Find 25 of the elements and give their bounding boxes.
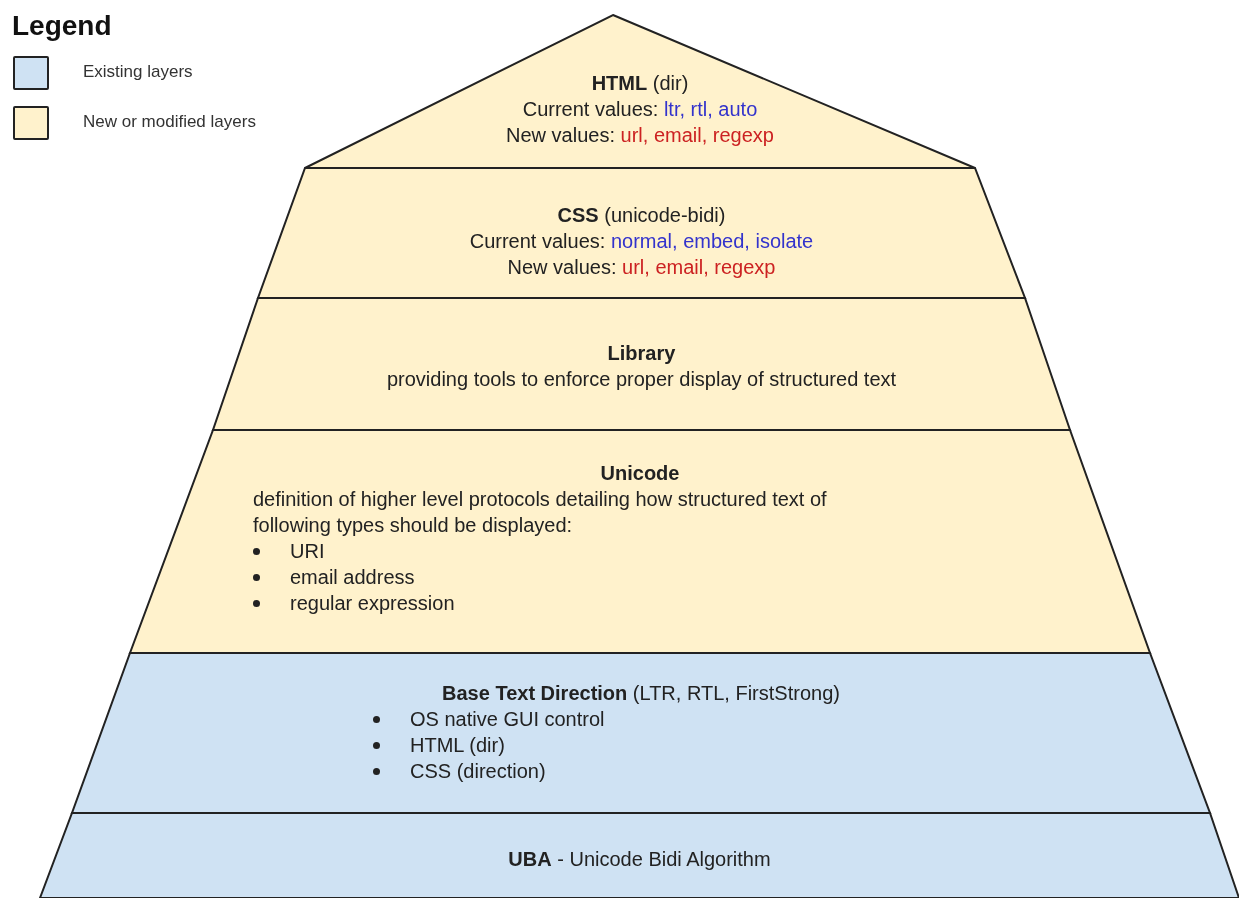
layer-text: Current values: (522, 98, 659, 120)
layer-text: New values: (506, 124, 615, 146)
bullet-item: HTML (dir) (410, 734, 505, 756)
layer-heading: CSS (unicode-bidi) (557, 204, 726, 226)
layer-text: Current values: (469, 230, 606, 252)
layer-heading: Base Text Direction (LTR, RTL, FirstStrong) (442, 682, 840, 704)
value-list: normal, embed, isolate (610, 230, 814, 252)
value-list: ltr, rtl, auto (663, 98, 758, 120)
legend-label: Existing layers (83, 62, 193, 82)
bullet-item: OS native GUI control (410, 708, 605, 730)
bullet-item: CSS (direction) (410, 760, 546, 782)
bullet-item: regular expression (290, 592, 455, 614)
legend-label: New or modified layers (83, 112, 256, 132)
layer-heading: Library (607, 342, 676, 364)
bullet-item: URI (290, 540, 325, 562)
layer-heading: Unicode (600, 462, 680, 484)
layer-heading: UBA - Unicode Bidi Algorithm (508, 848, 771, 870)
value-list: url, email, regexp (622, 256, 776, 278)
layer-heading: HTML (dir) (591, 72, 689, 94)
bullet-item: email address (290, 566, 415, 588)
legend-title: Legend (12, 10, 112, 42)
layer-text: providing tools to enforce proper display of structured text (386, 368, 897, 390)
value-list: url, email, regexp (620, 124, 774, 146)
layer-description: definition of higher level protocols detailing how structured text of following types should be displayed: (253, 487, 828, 538)
layer-text: New values: (507, 256, 617, 278)
